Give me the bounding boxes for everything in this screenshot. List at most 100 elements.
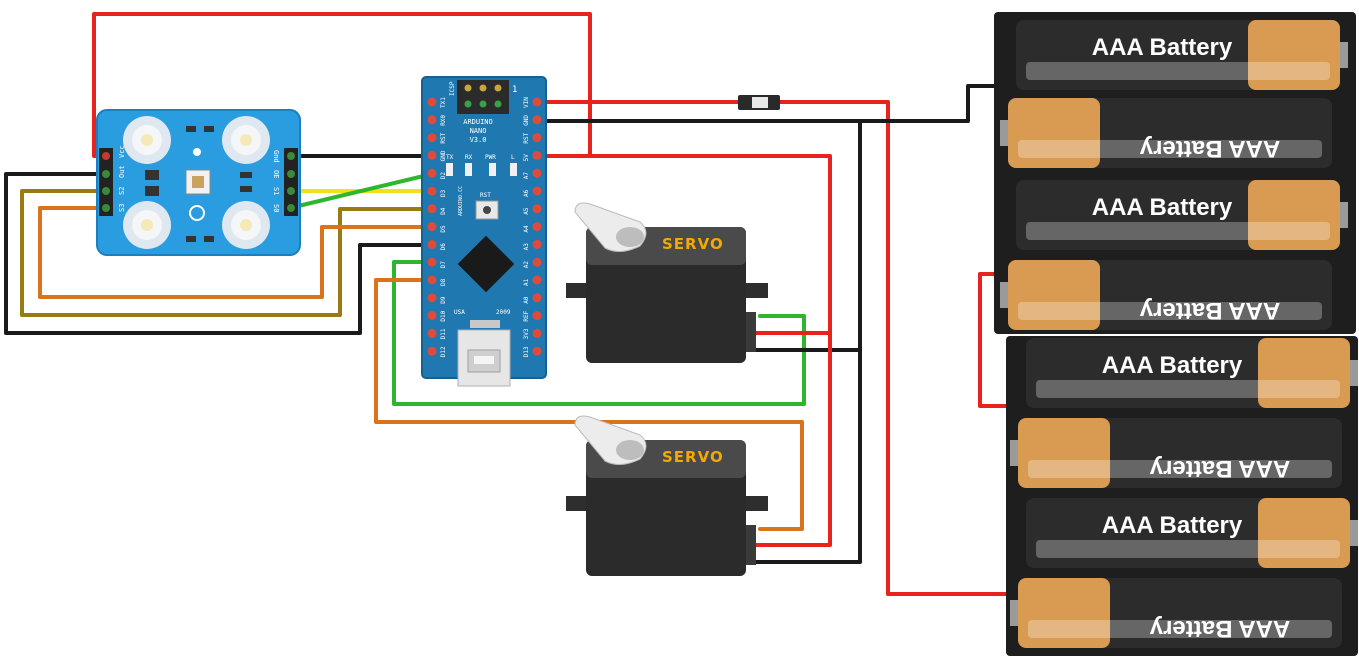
wire-red-5v [588,154,832,547]
battery-label: AAA Battery [1139,297,1280,324]
pin-label: REF [523,310,530,321]
arduino-pin-left[interactable]: D7 [427,257,448,269]
pin-label: A3 [523,243,530,251]
arduino-pin-right[interactable]: A3 [523,239,542,251]
icsp-label: ICSP [449,81,456,96]
aaa-battery: AAA Battery [1000,98,1332,168]
arduino-pin-left[interactable]: D9 [427,293,448,304]
usa-label: USA [454,309,465,316]
sensor-led [222,201,270,249]
board-name: NANO [470,127,487,135]
arduino-pin-left[interactable]: D3 [427,186,448,198]
pin-label: D2 [440,172,447,180]
arduino-pin-right[interactable]: A2 [523,257,542,269]
pin-label: A4 [523,225,530,233]
pin-label: RST [440,132,447,143]
pin-label: D11 [440,328,447,339]
l-led-label: L [511,154,515,161]
pin-label: VIN [523,97,530,108]
arduino-pin-right[interactable]: A0 [523,293,542,304]
wire-olive-s2 [20,189,434,317]
pin-label: A5 [523,207,530,215]
servo-motor-2: SERVO [566,415,768,576]
pin-label: A1 [523,278,530,286]
sensor-pin-label: S0 [272,204,280,212]
arduino-pin-right[interactable]: A6 [523,186,542,198]
pin-label: A2 [523,261,530,269]
battery-label: AAA Battery [1102,512,1243,539]
wire-green-s0 [288,172,434,210]
aaa-battery: AAA Battery [1026,338,1358,408]
pin-label: D10 [440,310,447,321]
servo-motor-1: SERVO [566,202,768,363]
wire-red-sensor-vcc [92,12,592,158]
pin-label: TX1 [440,97,447,108]
battery-label: AAA Battery [1149,615,1290,642]
pin-label: GND [440,150,447,161]
arduino-pin-right[interactable]: 5V [523,150,542,162]
pin-label: A0 [523,296,530,304]
pin-label: RX0 [440,115,447,126]
wire-black-servo-gnd [750,119,862,564]
arduino-nano: ICSP 1 ARDUINO NANO V3.0 TX RX PWR L ARD… [421,76,547,387]
battery-holder-bottom [1006,336,1358,656]
arduino-pin-left[interactable]: RST [427,132,448,144]
pin-label: 5V [523,154,530,162]
pin-label: A7 [523,172,530,180]
arduino-pin-right[interactable]: A7 [523,168,542,180]
arduino-pin-right[interactable]: D13 [523,346,542,357]
pin-label: D5 [440,225,447,233]
wire-red-pack-link [978,272,1014,408]
pin-label: D6 [440,243,447,251]
sensor-pin-label: OE [272,170,280,178]
website-label: ARDUINO.CC [458,186,464,216]
board-version: V3.0 [470,136,487,144]
pin-label: D4 [440,207,447,215]
arduino-pin-right[interactable]: VIN [523,97,542,108]
board-name: ARDUINO [463,118,493,126]
power-switch[interactable] [738,95,780,110]
battery-label: AAA Battery [1149,455,1290,482]
arduino-pin-right[interactable]: A4 [523,222,542,233]
servo-label: SERVO [662,235,724,253]
arduino-pin-left[interactable]: D2 [427,168,448,180]
arduino-pin-left[interactable]: D10 [427,310,448,322]
usb-port[interactable] [457,329,511,387]
battery-holder-top [994,12,1356,334]
arduino-pin-right[interactable]: GND [523,115,542,126]
arduino-pin-left[interactable]: TX1 [427,97,448,108]
aaa-battery: AAA Battery [1016,180,1348,250]
arduino-pin-left[interactable]: D12 [427,346,448,357]
pin-label: RST [523,132,530,143]
arduino-pin-right[interactable]: A5 [523,204,542,215]
sensor-pin-label: Vcc [118,145,126,158]
arduino-pin-right[interactable]: 3V3 [523,328,542,339]
sensor-pin-label: S3 [118,204,126,212]
arduino-pin-left[interactable]: D6 [427,239,448,251]
arduino-pin-left[interactable]: GND [427,150,448,161]
arduino-pin-right[interactable]: RST [523,132,542,144]
battery-label: AAA Battery [1102,352,1243,379]
wire-green-servo1 [392,260,806,406]
arduino-pin-left[interactable]: D8 [427,275,448,287]
pin-label: GND [523,115,530,126]
rx-led-label: RX [465,154,473,161]
arduino-pin-left[interactable]: D5 [427,222,448,233]
sensor-pin-label: Out [118,165,126,178]
wires [4,12,1014,596]
arduino-pin-left[interactable]: D11 [427,328,448,339]
arduino-pin-left[interactable]: D4 [427,204,448,215]
icsp-pin1-label: 1 [512,85,517,95]
arduino-pin-left[interactable]: RX0 [427,115,448,126]
arduino-pin-right[interactable]: REF [523,310,542,322]
wire-orange-s3 [38,206,434,299]
pin-label: D8 [440,278,447,286]
tx-led-label: TX [446,154,454,161]
aaa-battery: AAA Battery [1016,20,1348,90]
color-sensor: Vcc Out S2 S3 Gnd OE S1 S0 [96,109,301,256]
arduino-pin-right[interactable]: A1 [523,275,542,287]
wire-red-switch-out [776,100,1010,596]
sensor-pin-label: Gnd [272,150,280,163]
aaa-battery: AAA Battery [1026,498,1358,568]
